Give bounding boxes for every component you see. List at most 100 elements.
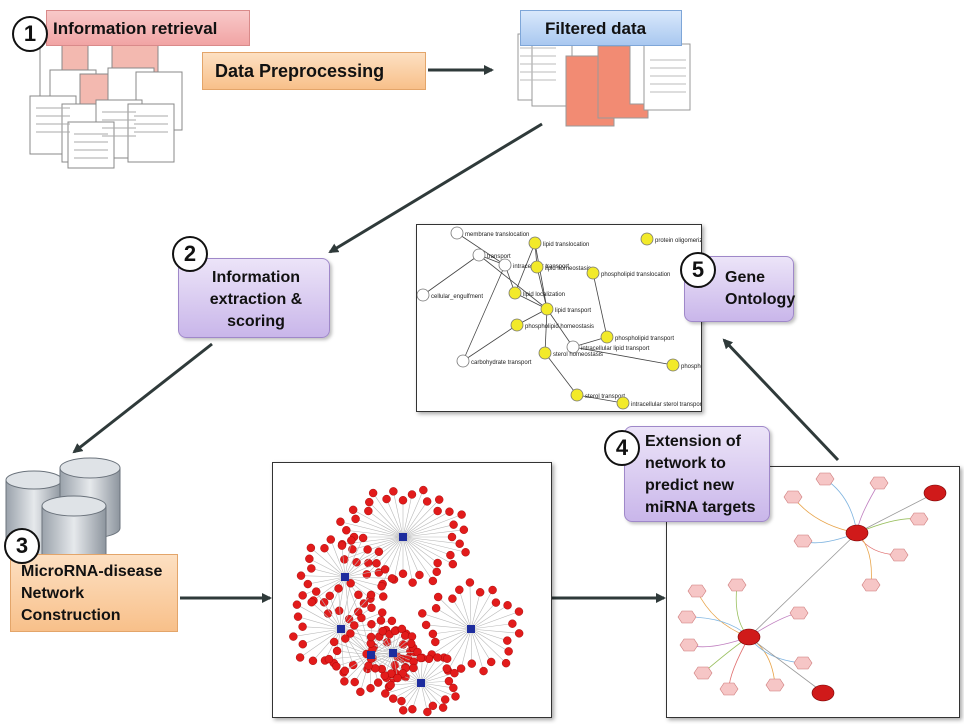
mirna-node: [811, 684, 835, 702]
network-edge: [302, 576, 346, 596]
network-edge: [393, 682, 422, 699]
arrow-to-database: [72, 342, 213, 454]
disease-node: [386, 680, 395, 690]
disease-node: [381, 689, 390, 698]
network-edge: [402, 514, 462, 538]
disease-node: [448, 594, 457, 603]
disease-node: [351, 514, 360, 524]
step-3-label: MicroRNA-disease Network Construction: [10, 554, 178, 632]
disease-node: [332, 662, 341, 671]
disease-node: [415, 570, 424, 580]
target-gene-node: [765, 678, 785, 692]
disease-node: [467, 659, 476, 668]
disease-node: [428, 701, 438, 711]
network-edge: [340, 521, 404, 538]
network-edge: [307, 576, 346, 585]
extended-edge: [696, 590, 750, 638]
network-edge: [420, 682, 454, 689]
network-edge: [344, 551, 380, 578]
disease-node: [382, 494, 391, 504]
disease-node: [431, 637, 440, 647]
network-edge: [293, 628, 342, 637]
network-edge: [344, 537, 364, 578]
network-edge: [311, 602, 342, 630]
disease-node: [508, 619, 517, 628]
disease-node: [445, 507, 454, 516]
disease-node: [449, 683, 458, 693]
disease-node: [295, 653, 305, 662]
network-edge: [402, 536, 453, 565]
network-edge: [301, 575, 346, 578]
disease-node: [407, 490, 417, 499]
disease-node: [514, 629, 524, 638]
go-node: [666, 358, 680, 372]
go-node: [510, 318, 524, 332]
disease-node: [347, 536, 356, 545]
extended-edge: [792, 496, 858, 534]
network-edge: [392, 652, 398, 679]
network-edge: [420, 657, 438, 684]
microrna-disease-network: [289, 485, 524, 717]
disease-node: [366, 632, 376, 642]
network-edge: [393, 536, 404, 580]
network-edge: [368, 510, 404, 538]
network-edge: [420, 657, 423, 684]
network-edge: [402, 494, 413, 538]
disease-node: [334, 584, 343, 593]
disease-node: [332, 646, 342, 656]
disease-node: [447, 532, 457, 542]
disease-node: [423, 707, 432, 717]
network-edge: [470, 589, 493, 630]
network-edge: [324, 548, 346, 578]
disease-node: [503, 636, 512, 645]
step-2-label: Information extraction & scoring: [178, 258, 330, 338]
network-edge: [432, 628, 472, 635]
network-edge: [340, 628, 344, 673]
disease-node: [357, 613, 366, 623]
disease-node: [479, 666, 488, 676]
network-edge: [402, 510, 438, 538]
disease-node: [325, 591, 334, 601]
disease-node: [428, 629, 438, 639]
network-edge: [459, 589, 472, 630]
disease-node: [350, 621, 359, 630]
disease-node: [390, 626, 400, 636]
network-edge: [470, 628, 507, 664]
go-term-label: carbohydrate transport: [471, 360, 532, 366]
network-edge: [340, 607, 372, 630]
network-edge: [431, 628, 472, 655]
mirna-hub-node: [737, 628, 761, 646]
target-gene-node: [783, 490, 803, 504]
network-edge: [402, 511, 450, 538]
step-1-label: Information retrieval: [46, 10, 250, 46]
disease-node: [438, 703, 448, 712]
go-edge: [422, 254, 480, 296]
disease-node: [450, 668, 459, 678]
network-edge: [470, 592, 481, 630]
disease-node: [514, 607, 524, 616]
disease-node: [346, 629, 355, 638]
go-edge: [592, 272, 608, 338]
disease-node: [387, 616, 397, 626]
network-edge: [470, 628, 492, 663]
network-edge: [402, 529, 464, 538]
network-edge: [469, 582, 472, 630]
network-edge: [344, 569, 386, 578]
step-2-number: 2: [172, 236, 208, 272]
network-edge: [402, 501, 428, 538]
go-edge: [478, 254, 548, 310]
network-edge: [344, 549, 368, 578]
go-term-label: lipid translocation: [543, 242, 589, 248]
network-edge: [341, 545, 346, 578]
microrna-hub-node: [389, 649, 397, 657]
network-edge: [437, 596, 472, 630]
network-edge: [312, 628, 342, 661]
disease-node: [308, 656, 318, 665]
disease-node: [444, 676, 454, 686]
network-edge: [353, 509, 404, 538]
disease-node: [456, 664, 466, 673]
network-edge: [344, 576, 382, 587]
disease-node: [292, 600, 302, 609]
go-term-label: phospholipid homeostasis: [525, 324, 594, 330]
